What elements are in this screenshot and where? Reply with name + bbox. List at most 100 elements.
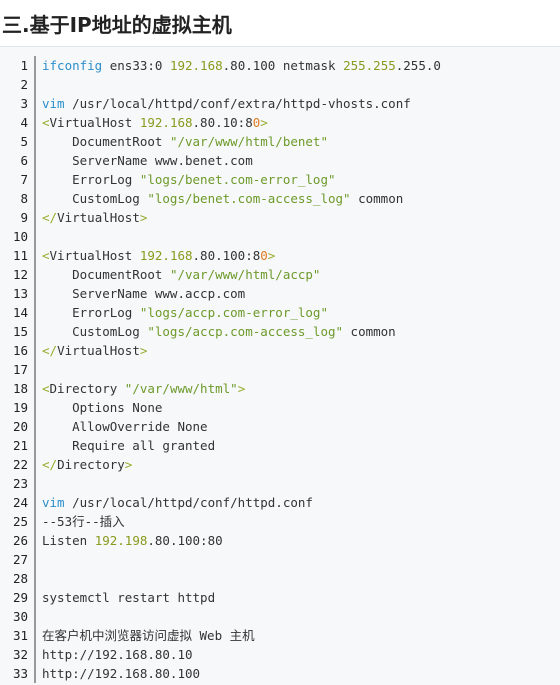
code-text: ErrorLog "logs/accp.com-error_log"	[36, 303, 328, 322]
code-line: 12 DocumentRoot "/var/www/html/accp"	[0, 265, 560, 284]
code-token: http://192.168.80.100	[42, 666, 201, 681]
gutter-divider	[34, 664, 36, 683]
code-token: </	[42, 210, 58, 225]
code-text: AllowOverride None	[36, 417, 207, 436]
code-token: CustomLog	[42, 324, 148, 339]
gutter-divider	[34, 284, 36, 303]
code-line: 7 ErrorLog "logs/benet.com-error_log"	[0, 170, 560, 189]
code-token: >	[267, 248, 276, 263]
code-token: 0	[260, 248, 268, 263]
line-number: 15	[12, 324, 28, 339]
code-text: ErrorLog "logs/benet.com-error_log"	[36, 170, 335, 189]
line-number: 14	[12, 305, 28, 320]
line-number: 12	[12, 267, 28, 282]
code-token: vim	[42, 495, 65, 510]
code-token: 192.168	[169, 58, 223, 73]
gutter-divider	[34, 626, 36, 645]
code-token: 192.198	[94, 533, 148, 548]
code-token: <	[42, 115, 50, 130]
gutter-divider	[34, 94, 36, 113]
code-line: 14 ErrorLog "logs/accp.com-error_log"	[0, 303, 560, 322]
line-number: 30	[12, 609, 28, 624]
gutter-divider	[34, 265, 36, 284]
code-token: vim	[42, 96, 65, 111]
code-token: ifconfig	[42, 58, 103, 73]
code-token: Options None	[42, 400, 163, 415]
code-line: 27	[0, 550, 560, 569]
code-token: Require all granted	[42, 438, 216, 453]
code-token: VirtualHost	[57, 210, 140, 225]
gutter-divider	[34, 493, 36, 512]
code-token: .80.10:8	[192, 115, 253, 130]
code-text: </VirtualHost>	[36, 341, 147, 360]
code-token: .80.100:8	[192, 248, 261, 263]
code-token: DocumentRoot	[42, 134, 170, 149]
code-token: >	[139, 210, 148, 225]
gutter-divider	[34, 474, 36, 493]
line-number: 20	[12, 419, 28, 434]
code-line: 10	[0, 227, 560, 246]
gutter-divider	[34, 436, 36, 455]
code-text	[36, 75, 42, 94]
gutter-divider	[34, 398, 36, 417]
code-text	[36, 360, 42, 379]
line-number: 4	[20, 115, 28, 130]
code-line: 20 AllowOverride None	[0, 417, 560, 436]
line-number: 11	[12, 248, 28, 263]
code-text	[36, 569, 42, 588]
code-token: common	[350, 191, 404, 206]
gutter-divider	[34, 303, 36, 322]
code-token: 0	[252, 115, 261, 130]
gutter-divider	[34, 246, 36, 265]
gutter-divider	[34, 569, 36, 588]
code-line: 22</Directory>	[0, 455, 560, 474]
line-number: 31	[12, 628, 28, 643]
gutter-divider	[34, 113, 36, 132]
code-token: /usr/local/httpd/conf/httpd.conf	[64, 495, 313, 510]
code-line: 15 CustomLog "logs/accp.com-access_log" …	[0, 322, 560, 341]
code-text	[36, 550, 42, 569]
code-token: "/var/www/html/benet"	[169, 134, 328, 149]
code-token: DocumentRoot	[42, 267, 170, 282]
line-number: 26	[12, 533, 28, 548]
code-text: systemctl restart httpd	[36, 588, 215, 607]
gutter-divider	[34, 550, 36, 569]
gutter-divider	[34, 417, 36, 436]
code-token: </	[42, 457, 58, 472]
gutter-divider	[34, 322, 36, 341]
code-text	[36, 474, 42, 493]
gutter-divider	[34, 379, 36, 398]
line-number: 5	[20, 134, 28, 149]
code-line: 23	[0, 474, 560, 493]
line-number: 13	[12, 286, 28, 301]
line-number: 1	[20, 58, 28, 73]
code-token: VirtualHost	[49, 115, 140, 130]
code-text: DocumentRoot "/var/www/html/benet"	[36, 132, 328, 151]
line-number: 6	[20, 153, 28, 168]
gutter-divider	[34, 75, 36, 94]
code-text: Options None	[36, 398, 162, 417]
code-token: "logs/benet.com-access_log"	[147, 191, 351, 206]
gutter-divider	[34, 132, 36, 151]
code-token: .80.100 netmask	[222, 58, 344, 73]
code-line: 9</VirtualHost>	[0, 208, 560, 227]
gutter-divider	[34, 455, 36, 474]
line-number: 27	[12, 552, 28, 567]
code-line: 28	[0, 569, 560, 588]
code-line: 26 Listen 192.198.80.100:80	[0, 531, 560, 550]
code-text: Listen 192.198.80.100:80	[36, 531, 223, 550]
code-token: http://192.168.80.10	[42, 647, 193, 662]
line-number: 10	[12, 229, 28, 244]
gutter-divider	[34, 151, 36, 170]
code-token: ServerName www.benet.com	[42, 153, 253, 168]
code-token: 192.168	[139, 248, 193, 263]
line-number: 2	[20, 77, 28, 92]
code-line: 8 CustomLog "logs/benet.com-access_log" …	[0, 189, 560, 208]
gutter-divider	[34, 588, 36, 607]
code-text: Require all granted	[36, 436, 215, 455]
